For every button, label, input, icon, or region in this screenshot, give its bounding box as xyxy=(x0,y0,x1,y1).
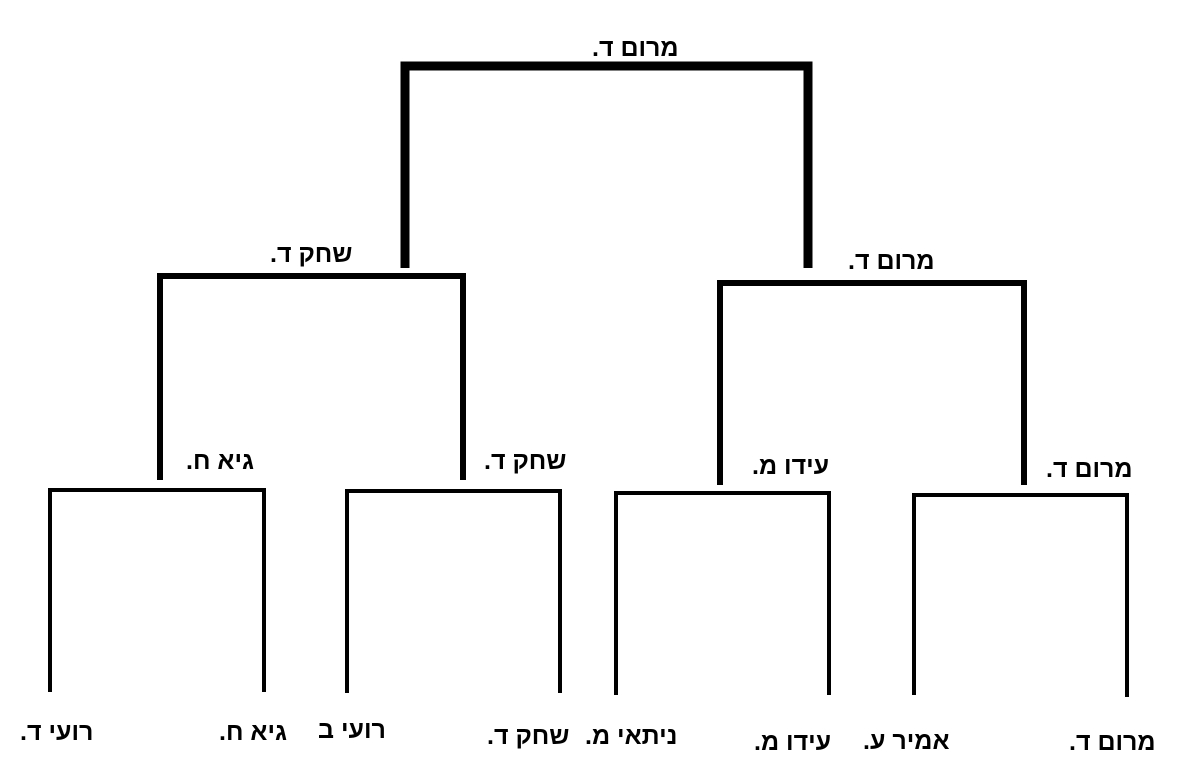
semifinal-right-winner-label: מרום ד. xyxy=(848,247,935,275)
quarterfinal-1-connector xyxy=(48,488,266,692)
player-1-label: רועי ד. xyxy=(20,718,94,746)
quarterfinal-4-connector xyxy=(912,493,1129,697)
quarterfinal-3-winner-label: עידו מ. xyxy=(752,452,830,480)
quarterfinal-2-winner-label: שחק ד. xyxy=(484,447,567,475)
player-7-label: אמיר ע. xyxy=(863,727,950,755)
player-2-label: גיא ח. xyxy=(219,718,287,746)
final-winner-label: מרום ד. xyxy=(592,34,679,62)
quarterfinal-2-connector xyxy=(345,489,562,693)
player-5-label: ניתאי מ. xyxy=(585,722,678,750)
quarterfinal-1-winner-label: גיא ח. xyxy=(186,447,254,475)
quarterfinal-4-winner-label: מרום ד. xyxy=(1046,455,1133,483)
player-4-label: שחק ד. xyxy=(487,722,570,750)
player-6-label: עידו מ. xyxy=(754,728,832,756)
final-connector xyxy=(400,61,813,268)
quarterfinal-3-connector xyxy=(614,491,831,695)
semifinal-left-connector xyxy=(157,273,466,480)
semifinal-right-connector xyxy=(717,280,1027,485)
player-3-label: רועי ב xyxy=(318,716,386,744)
semifinal-left-winner-label: שחק ד. xyxy=(270,240,353,268)
player-8-label: מרום ד. xyxy=(1069,728,1156,756)
